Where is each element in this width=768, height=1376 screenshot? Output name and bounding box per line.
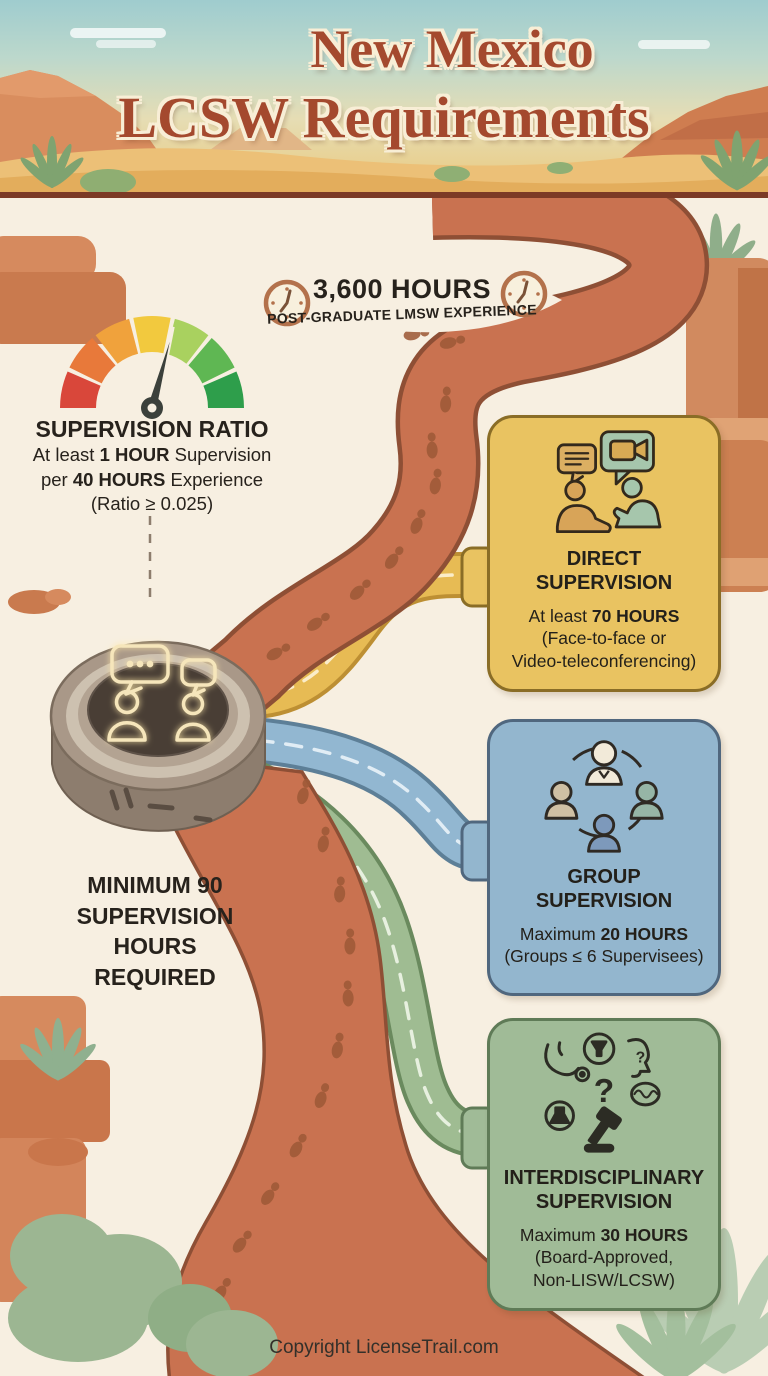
stethoscope-glyph	[544, 1043, 580, 1077]
minimum-line-1: MINIMUM 90	[87, 872, 223, 898]
ratio-line-3: (Ratio ≥ 0.025)	[90, 493, 214, 515]
minimum-hours-block: MINIMUM 90 SUPERVISION HOURS REQUIRED	[35, 870, 275, 992]
cloud	[96, 40, 156, 48]
card-body: Maximum 30 HOURS (Board-Approved, Non-LI…	[490, 1224, 718, 1291]
cloud	[70, 28, 166, 38]
card-hours-line: Maximum 20 HOURS	[519, 924, 689, 944]
supervision-ratio-gauge	[60, 315, 244, 419]
copyright-text: Copyright LicenseTrail.com	[269, 1337, 499, 1358]
ratio-line-1: At least 1 HOUR Supervision	[32, 444, 272, 465]
mesa-left-top	[0, 70, 96, 98]
card-detail-line: (Board-Approved,	[534, 1247, 674, 1268]
desert-plants	[8, 1018, 768, 1376]
minimum-line-4: REQUIRED	[94, 963, 216, 990]
card-detail-line: (Face-to-face or	[541, 628, 667, 649]
experience-milestone: 3,600 HOURS POST-GRADUATE LMSW EXPERIENC…	[232, 274, 572, 327]
people-chat-glow-icon	[107, 644, 217, 742]
card-detail-line: (Groups ≤ 6 Supervisees)	[504, 946, 704, 967]
distant-mesa	[210, 128, 312, 150]
experience-hours-value: 3,600 HOURS	[312, 274, 492, 304]
roundabout-texture-marks	[109, 787, 213, 823]
page-title-line2: LCSW Requirements	[118, 85, 650, 150]
mesa-right-band	[660, 112, 768, 140]
header-banner: New Mexico LCSW Requirements	[0, 0, 768, 198]
page-title-line1: New Mexico	[310, 19, 594, 79]
sage-bush-left	[8, 1214, 278, 1376]
supervision-ratio-heading: SUPERVISION RATIO	[35, 416, 269, 442]
question-mark-glyph: ?	[636, 1050, 646, 1067]
head-profile-glyph	[627, 1038, 651, 1078]
main-road-upper	[187, 157, 709, 732]
flask-glyph	[549, 1106, 571, 1125]
main-road-lower	[139, 749, 645, 1376]
gavel-glyph	[587, 1106, 622, 1146]
video-chat-icon	[490, 428, 718, 545]
dunes-front	[0, 170, 768, 192]
card-hours-line: At least 70 HOURS	[528, 606, 680, 626]
roundabout	[49, 640, 267, 832]
card-body: At least 70 HOURS (Face-to-face or Video…	[490, 605, 718, 672]
rock-top-left	[0, 236, 126, 614]
group-circle-icon	[490, 732, 718, 863]
question-mark-glyph: ?	[594, 1073, 614, 1110]
brain-glyph	[630, 1081, 661, 1107]
supervision-ratio-block: SUPERVISION RATIO At least 1 HOUR Superv…	[22, 416, 282, 517]
card-detail-line: Non-LISW/LCSW)	[533, 1269, 675, 1290]
grass-tuft	[547, 162, 573, 174]
card-hours-line: Maximum 30 HOURS	[519, 1225, 689, 1245]
header-scenery	[0, 28, 768, 192]
minimum-line-3: HOURS	[113, 933, 197, 960]
minimum-line-2: SUPERVISION	[76, 902, 234, 929]
card-body: Maximum 20 HOURS (Groups ≤ 6 Supervisees…	[490, 923, 718, 968]
bush	[80, 169, 136, 192]
disciplines-icon: ? ?	[490, 1031, 718, 1164]
ratio-line-2: per 40 HOURS Experience	[40, 468, 264, 490]
hours-ribbon	[246, 257, 562, 333]
grass-tuft	[434, 166, 470, 182]
funnel-glyph	[590, 1040, 608, 1058]
card-detail-line: Video-teleconferencing)	[511, 650, 697, 671]
cloud	[638, 40, 710, 49]
